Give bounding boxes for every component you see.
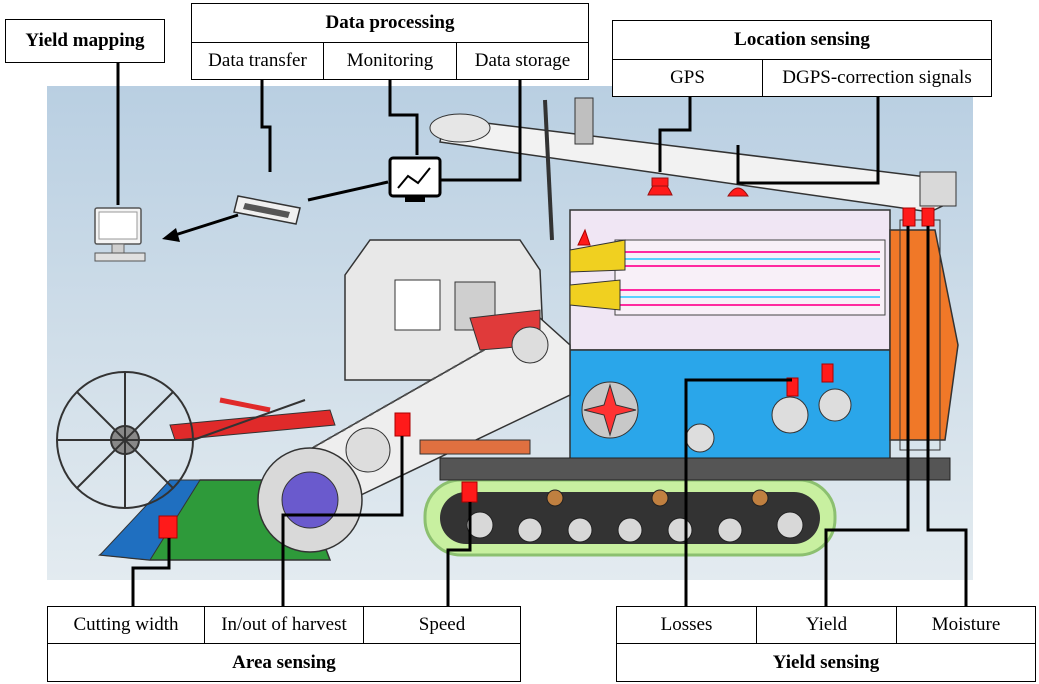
location-sensing-title: Location sensing (612, 20, 992, 60)
data-logger-icon (233, 195, 301, 225)
grain-tank (889, 219, 959, 451)
gps-antenna-icon (647, 177, 749, 197)
reel (56, 371, 306, 509)
computer-monitor-icon (94, 207, 146, 262)
yield-label: Yield (756, 606, 897, 644)
losses-label: Losses (616, 606, 757, 644)
transfer-arrow (162, 213, 239, 242)
moisture-label: Moisture (896, 606, 1036, 644)
monitoring-label: Monitoring (323, 42, 457, 80)
in-out-of-harvest-label: In/out of harvest (204, 606, 364, 644)
threshing-unit (569, 209, 891, 461)
yield-sensing-title: Yield sensing (616, 643, 1036, 682)
monitoring-screen-icon (388, 156, 442, 202)
header (98, 397, 363, 561)
yield-mapping-title: Yield mapping (5, 19, 165, 63)
cutting-width-label: Cutting width (47, 606, 205, 644)
gps-label: GPS (612, 59, 763, 97)
crawler-track (423, 457, 951, 557)
dgps-correction-label: DGPS-correction signals (762, 59, 992, 97)
data-transfer-label: Data transfer (191, 42, 324, 80)
area-sensing-title: Area sensing (47, 643, 521, 682)
unloading-auger (429, 97, 957, 213)
speed-label: Speed (363, 606, 521, 644)
data-processing-title: Data processing (191, 3, 589, 43)
feeder-house (298, 309, 571, 506)
data-storage-label: Data storage (456, 42, 589, 80)
connector-lines (116, 62, 968, 607)
sensor-markers (158, 207, 935, 539)
